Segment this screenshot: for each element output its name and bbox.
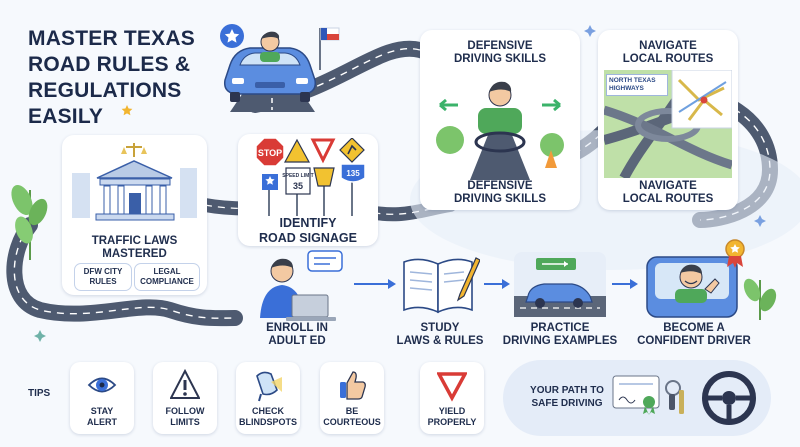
open-book-icon: [403, 257, 480, 314]
tip-be-courteous: BE COURTEOUS: [320, 362, 384, 434]
speed-limit-value: 35: [293, 181, 303, 191]
signage-label: IDENTIFY ROAD SIGNAGE: [259, 216, 357, 245]
safe-driving-label: YOUR PATH TO SAFE DRIVING: [530, 385, 604, 409]
defensive-driver-illustration: [436, 81, 564, 180]
step-arrow-1: [354, 279, 396, 289]
step-arrow-3: [612, 279, 638, 289]
plant-decoration-right: [743, 278, 777, 320]
step-arrow-2: [484, 279, 510, 289]
enroll-student-illustration: [260, 250, 343, 321]
thumbs-up-icon: [340, 371, 366, 400]
warning-icon: [170, 368, 200, 399]
highway-sign-number: 135: [346, 169, 360, 178]
tip-stay-alert-label: STAY ALERT: [87, 406, 117, 427]
road-signage-card: STOP SPEED LIMIT 35 135 IDENTIFY ROAD SI…: [238, 134, 378, 246]
tip-yield-properly: YIELD PROPERLY: [420, 362, 484, 434]
driver-car-illustration: [223, 27, 340, 112]
traffic-laws-label: TRAFFIC LAWS MASTERED: [91, 235, 178, 260]
step-study-label: STUDY LAWS & RULES: [396, 322, 484, 347]
navigate-top-label: NAVIGATE LOCAL ROUTES: [622, 40, 714, 65]
tips-heading: TIPS: [28, 388, 51, 399]
plant-decoration-left: [11, 185, 48, 260]
stop-sign-text: STOP: [258, 148, 282, 158]
legal-compliance-pill: LEGAL COMPLIANCE: [134, 263, 200, 291]
defensive-top-label: DEFENSIVE DRIVING SKILLS: [453, 40, 546, 65]
defensive-bottom-label: DEFENSIVE DRIVING SKILLS: [453, 180, 546, 205]
tip-check-blindspots: CHECK BLINDSPOTS: [236, 362, 300, 434]
step-practice-label: PRACTICE DRIVING EXAMPLES: [502, 322, 618, 347]
step-enroll-label: ENROLL IN ADULT ED: [266, 322, 328, 347]
eye-icon: [87, 377, 117, 393]
navigate-bottom-label: NAVIGATE LOCAL ROUTES: [622, 180, 714, 205]
road-signs-illustration: STOP SPEED LIMIT 35 135: [255, 138, 366, 216]
practice-car-illustration: [514, 252, 606, 317]
tip-stay-alert: STAY ALERT: [70, 362, 134, 434]
tip-follow-limits: FOLLOW LIMITS: [153, 362, 217, 434]
courthouse-icon: [72, 143, 197, 221]
yield-icon: [437, 372, 467, 402]
license-keys-wheel-illustration: [612, 371, 756, 425]
navigate-routes-card: NAVIGATE LOCAL ROUTES NORTH TEXAS HIGHWA…: [598, 30, 738, 210]
map-label: NORTH TEXAS HIGHWAYS: [606, 74, 668, 96]
confident-driver-illustration: [646, 239, 745, 318]
speed-limit-sign-text: SPEED LIMIT: [282, 173, 313, 179]
tip-yield-properly-label: YIELD PROPERLY: [427, 406, 477, 427]
safe-driving-panel: YOUR PATH TO SAFE DRIVING: [503, 360, 771, 436]
step-confident-label: BECOME A CONFIDENT DRIVER: [637, 322, 751, 347]
tip-check-blindspots-label: CHECK BLINDSPOTS: [238, 406, 297, 427]
tip-follow-limits-label: FOLLOW LIMITS: [165, 406, 205, 427]
defensive-driving-card: DEFENSIVE DRIVING SKILLS DEFENSIVE DRIVI…: [420, 30, 580, 210]
traffic-laws-card: TRAFFIC LAWS MASTERED DFW CITY RULES LEG…: [62, 135, 207, 295]
mirror-icon: [256, 371, 282, 402]
tip-be-courteous-label: BE COURTEOUS: [323, 406, 381, 427]
dfw-city-rules-pill: DFW CITY RULES: [74, 263, 132, 291]
page-title: MASTER TEXAS ROAD RULES & REGULATIONS EA…: [28, 27, 195, 128]
